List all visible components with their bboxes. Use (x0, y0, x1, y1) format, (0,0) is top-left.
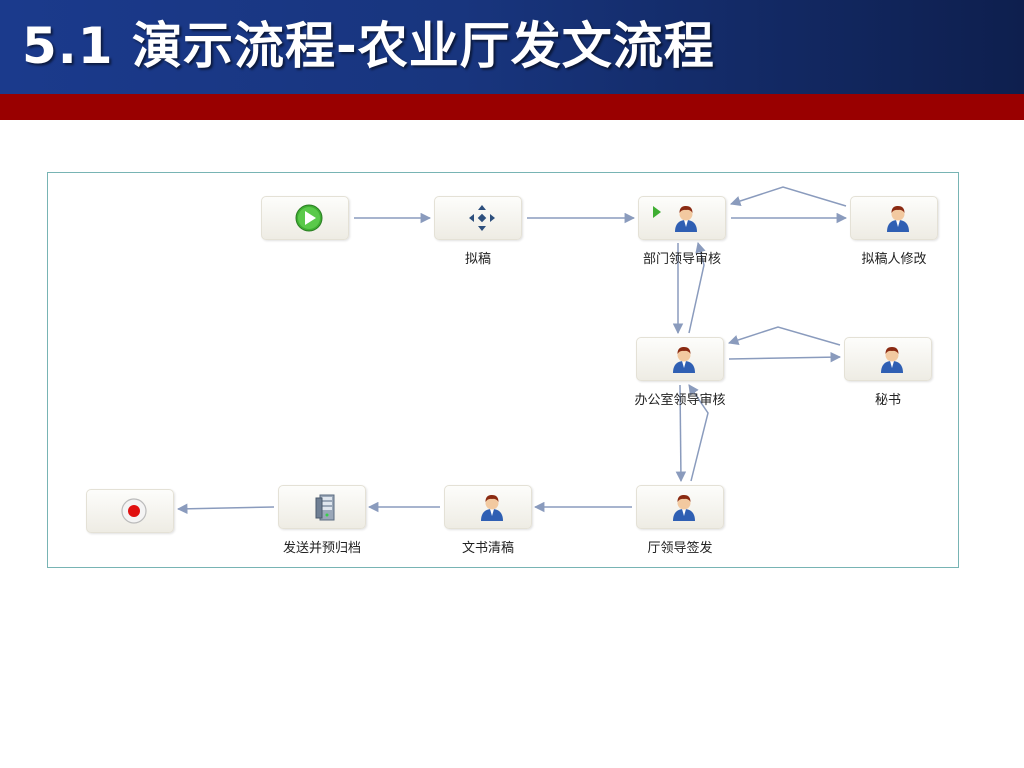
node-label-drafter-edit: 拟稿人修改 (861, 252, 927, 267)
person-icon (481, 495, 503, 521)
node-label-director-sign: 厅领导签发 (647, 541, 713, 556)
slide-title: 5.1 演示流程-农业厅发文流程 (22, 17, 715, 75)
workflow-edges (176, 186, 848, 515)
stop-icon (121, 498, 147, 524)
edge-director-sign-to-office-review (688, 384, 709, 482)
edge-send-archive-to-end (176, 503, 275, 515)
move-arrows-icon (469, 205, 495, 231)
edge-drafter-edit-to-dept-review (730, 186, 847, 207)
node-label-clerk-copy: 文书清稿 (461, 541, 514, 556)
edge-office-review-to-secretary (728, 351, 842, 363)
edge-office-review-to-dept-review (688, 241, 706, 334)
person-icon (675, 206, 697, 232)
workflow-node-director-sign[interactable] (636, 485, 724, 529)
workflow-node-send-archive[interactable] (278, 485, 366, 529)
node-label-draft: 拟稿 (464, 252, 491, 267)
edge-secretary-to-office-review (728, 326, 841, 346)
edge-office-review-to-director-sign (675, 384, 687, 483)
workflow-node-drafter-edit[interactable] (850, 196, 938, 240)
workflow-node-office-review[interactable] (636, 337, 724, 381)
play-icon (295, 204, 323, 232)
node-label-office-review: 办公室领导审核 (634, 393, 726, 408)
node-label-send-archive: 发送并预归档 (282, 541, 361, 556)
workflow-node-dept-review[interactable] (638, 196, 726, 240)
person-icon (673, 347, 695, 373)
workflow-node-draft[interactable] (434, 196, 522, 240)
person-icon (881, 347, 903, 373)
title-bar: 5.1 演示流程-农业厅发文流程 (0, 0, 1024, 94)
workflow-node-clerk-copy[interactable] (444, 485, 532, 529)
node-label-secretary: 秘书 (874, 393, 901, 408)
node-label-dept-review: 部门领导审核 (642, 252, 721, 267)
workflow-node-start[interactable] (261, 196, 349, 240)
active-step-marker-icon (653, 206, 661, 218)
server-icon (315, 494, 335, 521)
workflow-node-end[interactable] (86, 489, 174, 533)
person-icon (673, 495, 695, 521)
person-icon (887, 206, 909, 232)
workflow-diagram-frame: 拟稿 部门领导审核 拟稿人修改办公室领导审核 秘书厅领导签发 文书清稿 发送并预归档 (47, 172, 959, 568)
workflow-node-secretary[interactable] (844, 337, 932, 381)
title-underline-band (0, 94, 1024, 120)
